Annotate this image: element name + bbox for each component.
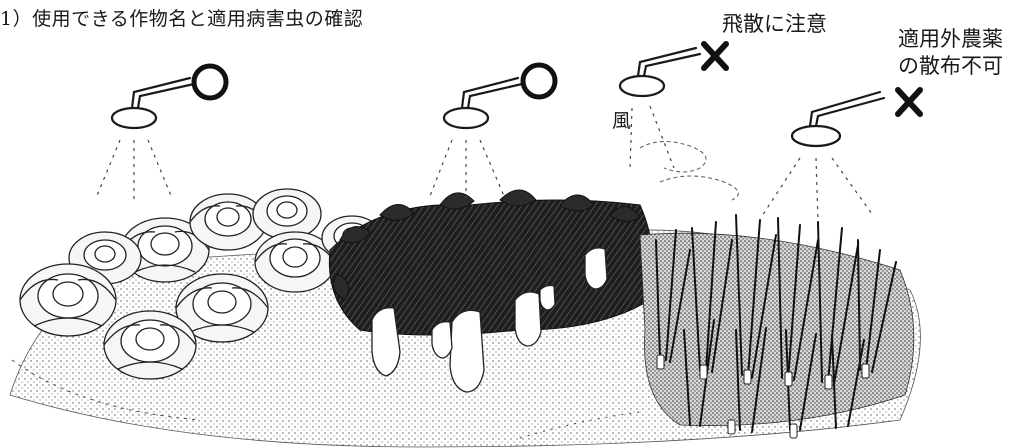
cabbage [189, 193, 267, 251]
daikon-root [584, 247, 608, 290]
cross-mark-icon [701, 41, 729, 71]
wind-label: 風 [612, 110, 632, 132]
cabbage-field [19, 188, 383, 380]
cabbage [252, 188, 322, 240]
cabbage [175, 273, 269, 343]
spray-lines [95, 105, 873, 223]
cabbage [19, 263, 117, 337]
ok-circle-icon [520, 62, 558, 100]
sprayer-nozzle-drift [618, 46, 702, 98]
unapplied-label-line1: 適用外農薬 [898, 27, 1003, 51]
daikon-root [539, 284, 556, 311]
cross-mark-icon [895, 87, 923, 117]
daikon-root [431, 321, 453, 359]
daikon-field [328, 189, 654, 393]
unapplied-pesticide-label: 適用外農薬 の散布不可 [898, 26, 1003, 80]
green-onion-field [639, 214, 915, 439]
diagram-heading: 1）使用できる作物名と適用病害虫の確認 [0, 8, 364, 30]
unapplied-label-line2: の散布不可 [898, 54, 1003, 78]
daikon-root [371, 307, 401, 377]
cabbage [103, 310, 197, 380]
sprayer-nozzle-cabbage [110, 76, 196, 130]
drift-caution-label: 飛散に注意 [722, 12, 827, 36]
cabbage [254, 231, 336, 293]
daikon-root [449, 309, 485, 393]
daikon-root [514, 291, 542, 347]
sprayer-nozzle-daikon [442, 76, 524, 130]
sprayer-nozzle-onion [790, 90, 886, 148]
ok-circle-icon [191, 63, 229, 101]
wind-swirl [639, 140, 739, 201]
cabbage [120, 217, 210, 283]
